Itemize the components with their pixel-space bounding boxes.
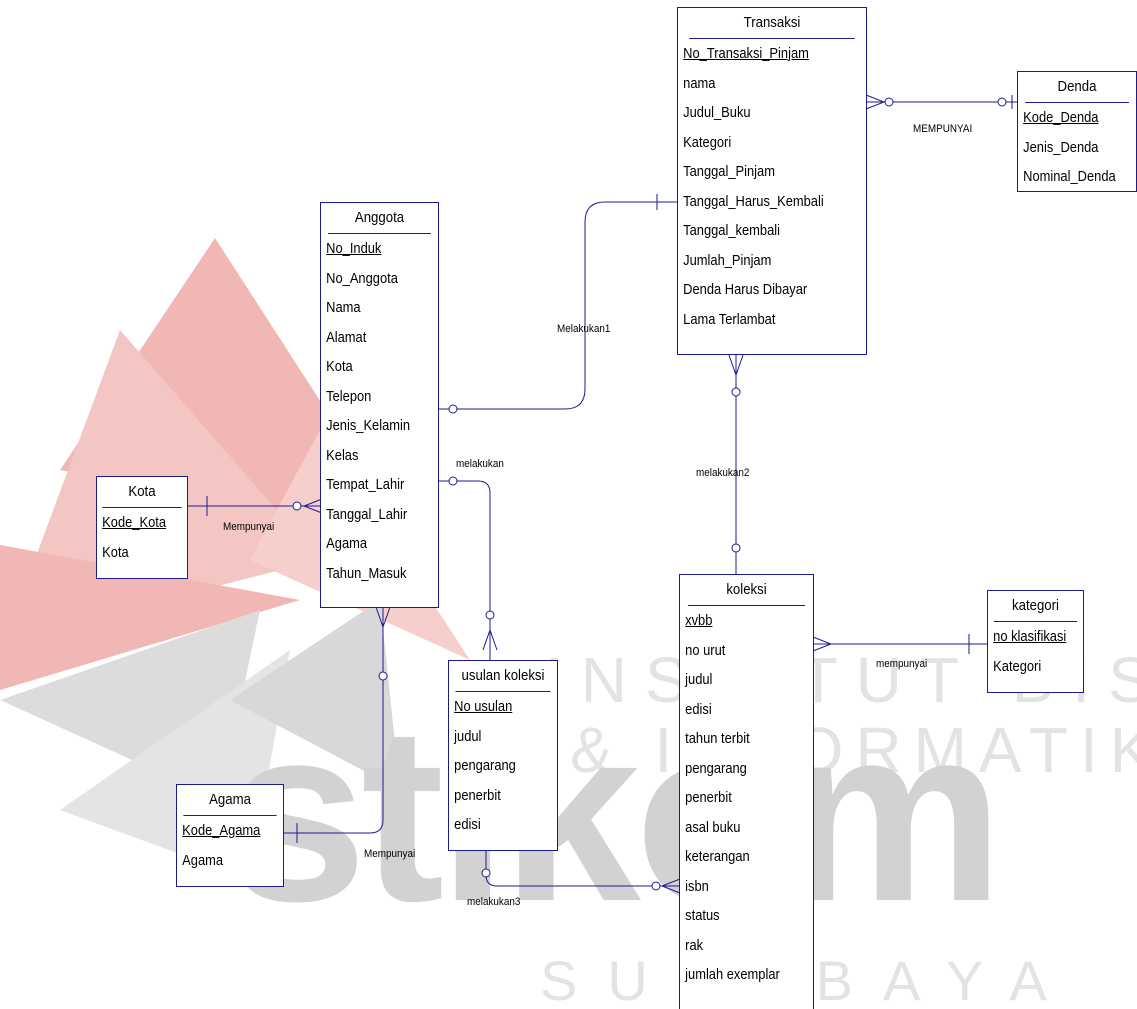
- attribute-primary-key: No_Induk: [321, 234, 422, 264]
- rel-kota-anggota: [188, 496, 322, 516]
- entity-agama: Agama Kode_Agama Agama: [176, 784, 284, 887]
- attribute-primary-key: xvbb: [680, 606, 794, 636]
- attribute: Judul_Buku: [678, 98, 840, 128]
- attribute: nama: [678, 69, 840, 99]
- entity-title: Transaksi: [689, 8, 854, 39]
- attribute: edisi: [680, 695, 794, 725]
- attribute: Denda Harus Dibayar: [678, 275, 840, 305]
- attribute: Lama Terlambat: [678, 305, 840, 335]
- attribute: Alamat: [321, 323, 422, 353]
- rel-label-melakukan2: melakukan2: [696, 467, 749, 479]
- attribute: Tanggal_kembali: [678, 216, 840, 246]
- attribute-primary-key: no klasifikasi: [988, 622, 1070, 652]
- attribute: Agama: [177, 846, 268, 876]
- attribute: Tanggal_Lahir: [321, 500, 422, 530]
- attribute: penerbit: [680, 783, 794, 813]
- attribute: Tanggal_Harus_Kembali: [678, 187, 840, 217]
- attribute: pengarang: [449, 751, 542, 781]
- attribute: Jenis_Denda: [1018, 133, 1119, 163]
- attribute-primary-key: Kode_Denda: [1018, 103, 1119, 133]
- attribute: Kelas: [321, 441, 422, 471]
- attribute: edisi: [449, 810, 542, 840]
- entity-title: usulan koleksi: [455, 661, 550, 692]
- attribute: Jumlah_Pinjam: [678, 246, 840, 276]
- attribute: jumlah exemplar: [680, 960, 794, 990]
- attribute: Agama: [321, 529, 422, 559]
- rel-usulan-koleksi: [482, 851, 680, 893]
- rel-agama-anggota: [283, 607, 390, 843]
- attribute: Nominal_Denda: [1018, 162, 1119, 192]
- attribute: Jenis_Kelamin: [321, 411, 422, 441]
- attribute: judul: [449, 722, 542, 752]
- attribute: Kota: [97, 538, 174, 568]
- entity-title: Denda: [1025, 72, 1129, 103]
- rel-transaksi-denda: [866, 95, 1018, 109]
- attribute: Telepon: [321, 382, 422, 412]
- entity-kategori: kategori no klasifikasi Kategori: [987, 590, 1084, 693]
- attribute-primary-key: No_Transaksi_Pinjam: [678, 39, 840, 69]
- attribute-primary-key: Kode_Kota: [97, 508, 174, 538]
- entity-koleksi: koleksi xvbb no urut judul edisi tahun t…: [679, 574, 814, 1009]
- rel-anggota-usulan: [438, 477, 497, 685]
- rel-label-mempunyai-agama: Mempunyai: [364, 848, 415, 860]
- entity-title: Kota: [102, 477, 181, 508]
- entity-usulan-koleksi: usulan koleksi No usulan judul pengarang…: [448, 660, 558, 851]
- entity-transaksi: Transaksi No_Transaksi_Pinjam nama Judul…: [677, 7, 867, 355]
- attribute: asal buku: [680, 813, 794, 843]
- entity-anggota: Anggota No_Induk No_Anggota Nama Alamat …: [320, 202, 439, 608]
- attribute-primary-key: Kode_Agama: [177, 816, 268, 846]
- attribute: Kategori: [988, 652, 1070, 682]
- rel-label-mempunyai-kota: Mempunyai: [223, 521, 274, 533]
- rel-transaksi-koleksi: [729, 355, 743, 574]
- attribute: Tanggal_Pinjam: [678, 157, 840, 187]
- rel-label-melakukan3: melakukan3: [467, 896, 520, 908]
- entity-title: koleksi: [688, 575, 805, 606]
- attribute: pengarang: [680, 754, 794, 784]
- rel-label-mempunyai-kategori: mempunyai: [876, 658, 927, 670]
- attribute: No_Anggota: [321, 264, 422, 294]
- attribute: judul: [680, 665, 794, 695]
- attribute: Tempat_Lahir: [321, 470, 422, 500]
- entity-title: Agama: [183, 785, 276, 816]
- entity-kota: Kota Kode_Kota Kota: [96, 476, 188, 579]
- attribute: Kota: [321, 352, 422, 382]
- attribute: rak: [680, 931, 794, 961]
- attribute: tahun terbit: [680, 724, 794, 754]
- rel-koleksi-kategori: [813, 634, 988, 654]
- attribute: isbn: [680, 872, 794, 902]
- entity-title: Anggota: [328, 203, 431, 234]
- rel-label-mempunyai-denda: MEMPUNYAI: [913, 123, 972, 135]
- attribute: keterangan: [680, 842, 794, 872]
- attribute: Tahun_Masuk: [321, 559, 422, 589]
- entity-denda: Denda Kode_Denda Jenis_Denda Nominal_Den…: [1017, 71, 1137, 192]
- rel-anggota-transaksi: [438, 194, 680, 413]
- rel-label-melakukan: melakukan: [456, 458, 504, 470]
- attribute: status: [680, 901, 794, 931]
- attribute: Nama: [321, 293, 422, 323]
- attribute: penerbit: [449, 781, 542, 811]
- attribute: no urut: [680, 636, 794, 666]
- rel-label-melakukan1: Melakukan1: [557, 323, 610, 335]
- attribute: Kategori: [678, 128, 840, 158]
- entity-title: kategori: [994, 591, 1078, 622]
- attribute-primary-key: No usulan: [449, 692, 542, 722]
